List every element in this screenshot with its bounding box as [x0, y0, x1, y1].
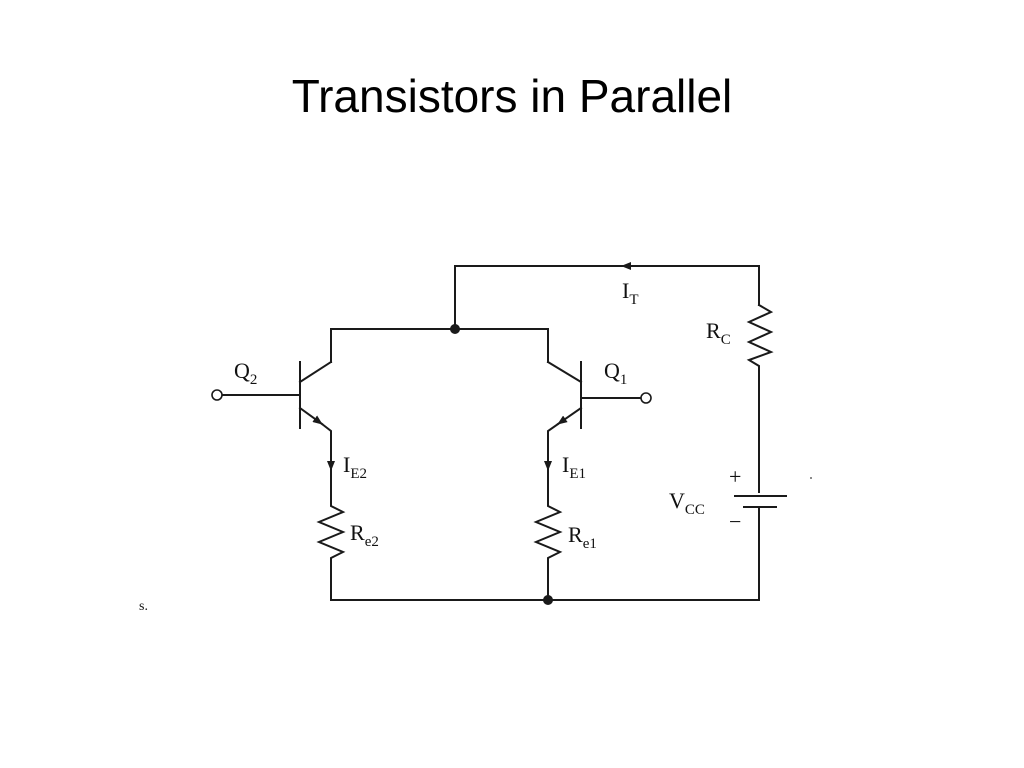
- clipped-text-fragment: s.: [139, 599, 148, 614]
- re1-label: Re1: [568, 522, 597, 552]
- re2-resistor: [316, 499, 346, 563]
- battery-minus-sign: −: [729, 509, 741, 534]
- vcc-negative-wire: [547, 506, 760, 601]
- ground-wire: [330, 559, 549, 601]
- re1-resistor: [533, 499, 563, 601]
- battery-plus-sign: +: [729, 464, 741, 489]
- stray-dot: [810, 477, 812, 479]
- collector-junction: [450, 324, 460, 334]
- ie2-label: IE2: [343, 452, 367, 482]
- q2-base-terminal: [211, 389, 223, 401]
- it-label: IT: [622, 278, 639, 308]
- q1-label: Q1: [604, 358, 627, 388]
- rc-label: RC: [706, 318, 731, 348]
- it-return-wire: [454, 265, 760, 330]
- ie1-label: IE1: [562, 452, 586, 482]
- q1-base-terminal: [640, 392, 652, 404]
- rc-resistor: [746, 303, 774, 493]
- collector-bus: [330, 328, 549, 363]
- vcc-label: VCC: [669, 488, 705, 518]
- page-title: Transistors in Parallel: [291, 70, 733, 122]
- re2-label: Re2: [350, 520, 379, 550]
- q1-transistor: [546, 360, 652, 501]
- q2-transistor: [211, 360, 333, 501]
- q2-label: Q2: [234, 358, 257, 388]
